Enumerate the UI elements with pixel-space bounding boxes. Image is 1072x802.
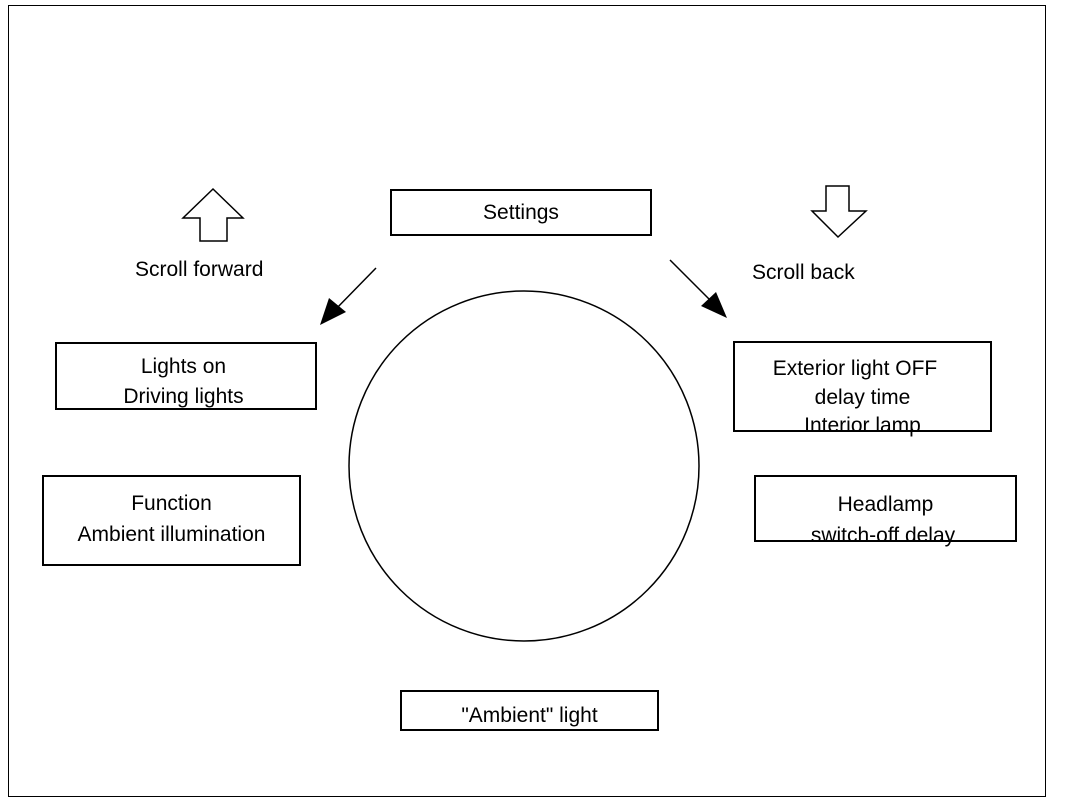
arrow-left-diagonal-line (332, 267, 377, 313)
arrow-right-diagonal-line (669, 259, 715, 305)
ambient-illumination-label: Ambient illumination (77, 523, 266, 546)
headlamp-box: Headlamp switch-off delay (754, 475, 1017, 547)
interior-lamp-label: Interior lamp (804, 414, 921, 437)
scroll-forward-label: Scroll forward (135, 258, 264, 281)
headlamp-label: Headlamp (837, 493, 934, 516)
diagram-frame (8, 5, 1046, 797)
function-label: Function (131, 492, 212, 515)
exterior-light-box: Exterior light OFF delay time Interior l… (733, 341, 992, 437)
ambient-light-box: "Ambient" light (400, 690, 659, 731)
menu-wheel-circle (348, 290, 700, 642)
delay-time-label: delay time (814, 386, 911, 409)
arrow-right-diagonal-head (701, 292, 727, 318)
scroll-back-label: Scroll back (752, 261, 855, 284)
lights-on-label: Lights on (140, 355, 227, 378)
arrow-left-diagonal-head (320, 298, 346, 325)
settings-box: Settings (390, 189, 652, 236)
lights-on-box: Lights on Driving lights (55, 342, 317, 410)
ambient-light-label: "Ambient" light (461, 704, 598, 727)
arrow-down-outline-icon (810, 185, 868, 239)
function-ambient-box: Function Ambient illumination (42, 475, 301, 566)
exterior-light-off-label: Exterior light OFF (772, 357, 938, 380)
switch-off-delay-label: switch-off delay (810, 524, 956, 547)
arrow-up-outline-icon (181, 187, 245, 242)
driving-lights-label: Driving lights (123, 385, 244, 408)
settings-label: Settings (483, 201, 559, 224)
